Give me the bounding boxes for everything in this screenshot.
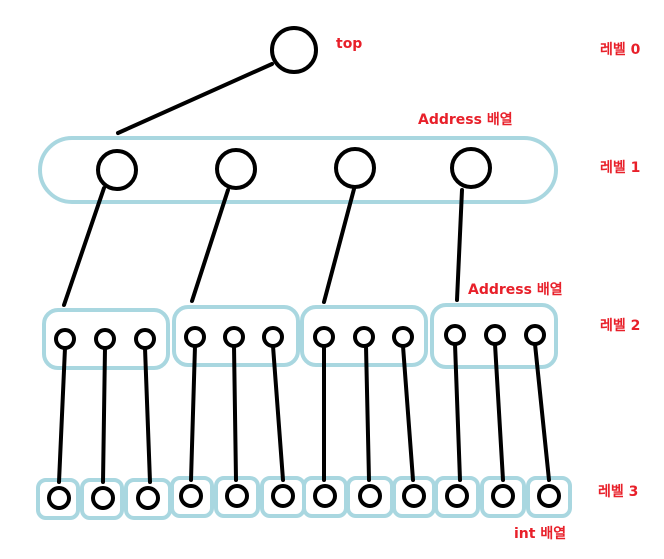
edge-level1-2-to-level2-2 — [190, 188, 230, 303]
level3-node-1 — [47, 486, 71, 510]
level3-node-11 — [491, 484, 515, 508]
edges — [57, 62, 551, 484]
level3-int-box-10 — [434, 476, 480, 518]
level3-label: 레벨 3 — [598, 484, 638, 500]
edge-level1-3-to-level2-3 — [322, 187, 356, 304]
level2-node-10 — [444, 324, 466, 346]
edge-l2-12-to-l3-12 — [533, 342, 551, 482]
level3-node-9 — [402, 484, 426, 508]
level3-node-5 — [225, 484, 249, 508]
level2-node-4 — [184, 326, 206, 348]
edge-l2-8-to-l3-8 — [364, 344, 371, 482]
edge-l2-1-to-l3-1 — [57, 346, 67, 484]
labels: top 레벨 0 Address 배열 레벨 1 Address 배열 레벨 2… — [336, 36, 641, 542]
int-array-label: int 배열 — [514, 525, 566, 542]
level3-node-7 — [313, 484, 337, 508]
level1-node-3 — [334, 147, 376, 189]
level2-node-2 — [94, 328, 116, 350]
level1-node-4 — [450, 147, 492, 189]
edge-l2-6-to-l3-6 — [271, 344, 285, 482]
level2-node-5 — [223, 326, 245, 348]
level1-node-2 — [215, 148, 257, 190]
level2-node-11 — [484, 324, 506, 346]
edge-l2-4-to-l3-4 — [189, 344, 197, 482]
edge-l2-11-to-l3-11 — [493, 342, 505, 482]
level2-node-1 — [54, 328, 76, 350]
level2-address-array-box-4 — [430, 303, 558, 369]
level0-label: 레벨 0 — [600, 42, 641, 58]
level1-label: 레벨 1 — [600, 160, 640, 176]
edge-l2-9-to-l3-9 — [401, 344, 415, 482]
level1-node-1 — [96, 149, 138, 191]
level2-node-7 — [313, 326, 335, 348]
level2-node-6 — [262, 326, 284, 348]
level3-node-2 — [91, 486, 115, 510]
level2-node-12 — [524, 324, 546, 346]
edge-level1-4-to-level2-4 — [455, 188, 464, 302]
level2-node-8 — [353, 326, 375, 348]
level3-node-3 — [136, 486, 160, 510]
level3-node-6 — [271, 484, 295, 508]
edge-top-to-level1 — [116, 62, 274, 135]
level3-node-12 — [537, 484, 561, 508]
edge-level1-1-to-level2-1 — [62, 186, 106, 307]
edge-l2-10-to-l3-10 — [453, 342, 462, 482]
level2-node-9 — [392, 326, 414, 348]
level2-node-3 — [134, 328, 156, 350]
level2-label: 레벨 2 — [600, 318, 640, 334]
edge-l2-5-to-l3-5 — [232, 344, 238, 482]
edge-l2-2-to-l3-2 — [101, 346, 107, 484]
top-node — [270, 26, 318, 74]
level2-address-array-box-3 — [300, 305, 428, 367]
top-label: top — [336, 36, 362, 52]
edge-l2-3-to-l3-3 — [143, 346, 152, 484]
address-array-label-2: Address 배열 — [468, 281, 563, 298]
containers — [36, 136, 572, 520]
address-array-label-1: Address 배열 — [418, 111, 513, 128]
level3-node-4 — [179, 484, 203, 508]
level1-address-array-box — [38, 136, 558, 204]
level3-node-8 — [358, 484, 382, 508]
level3-node-10 — [445, 484, 469, 508]
nodes — [47, 26, 561, 510]
